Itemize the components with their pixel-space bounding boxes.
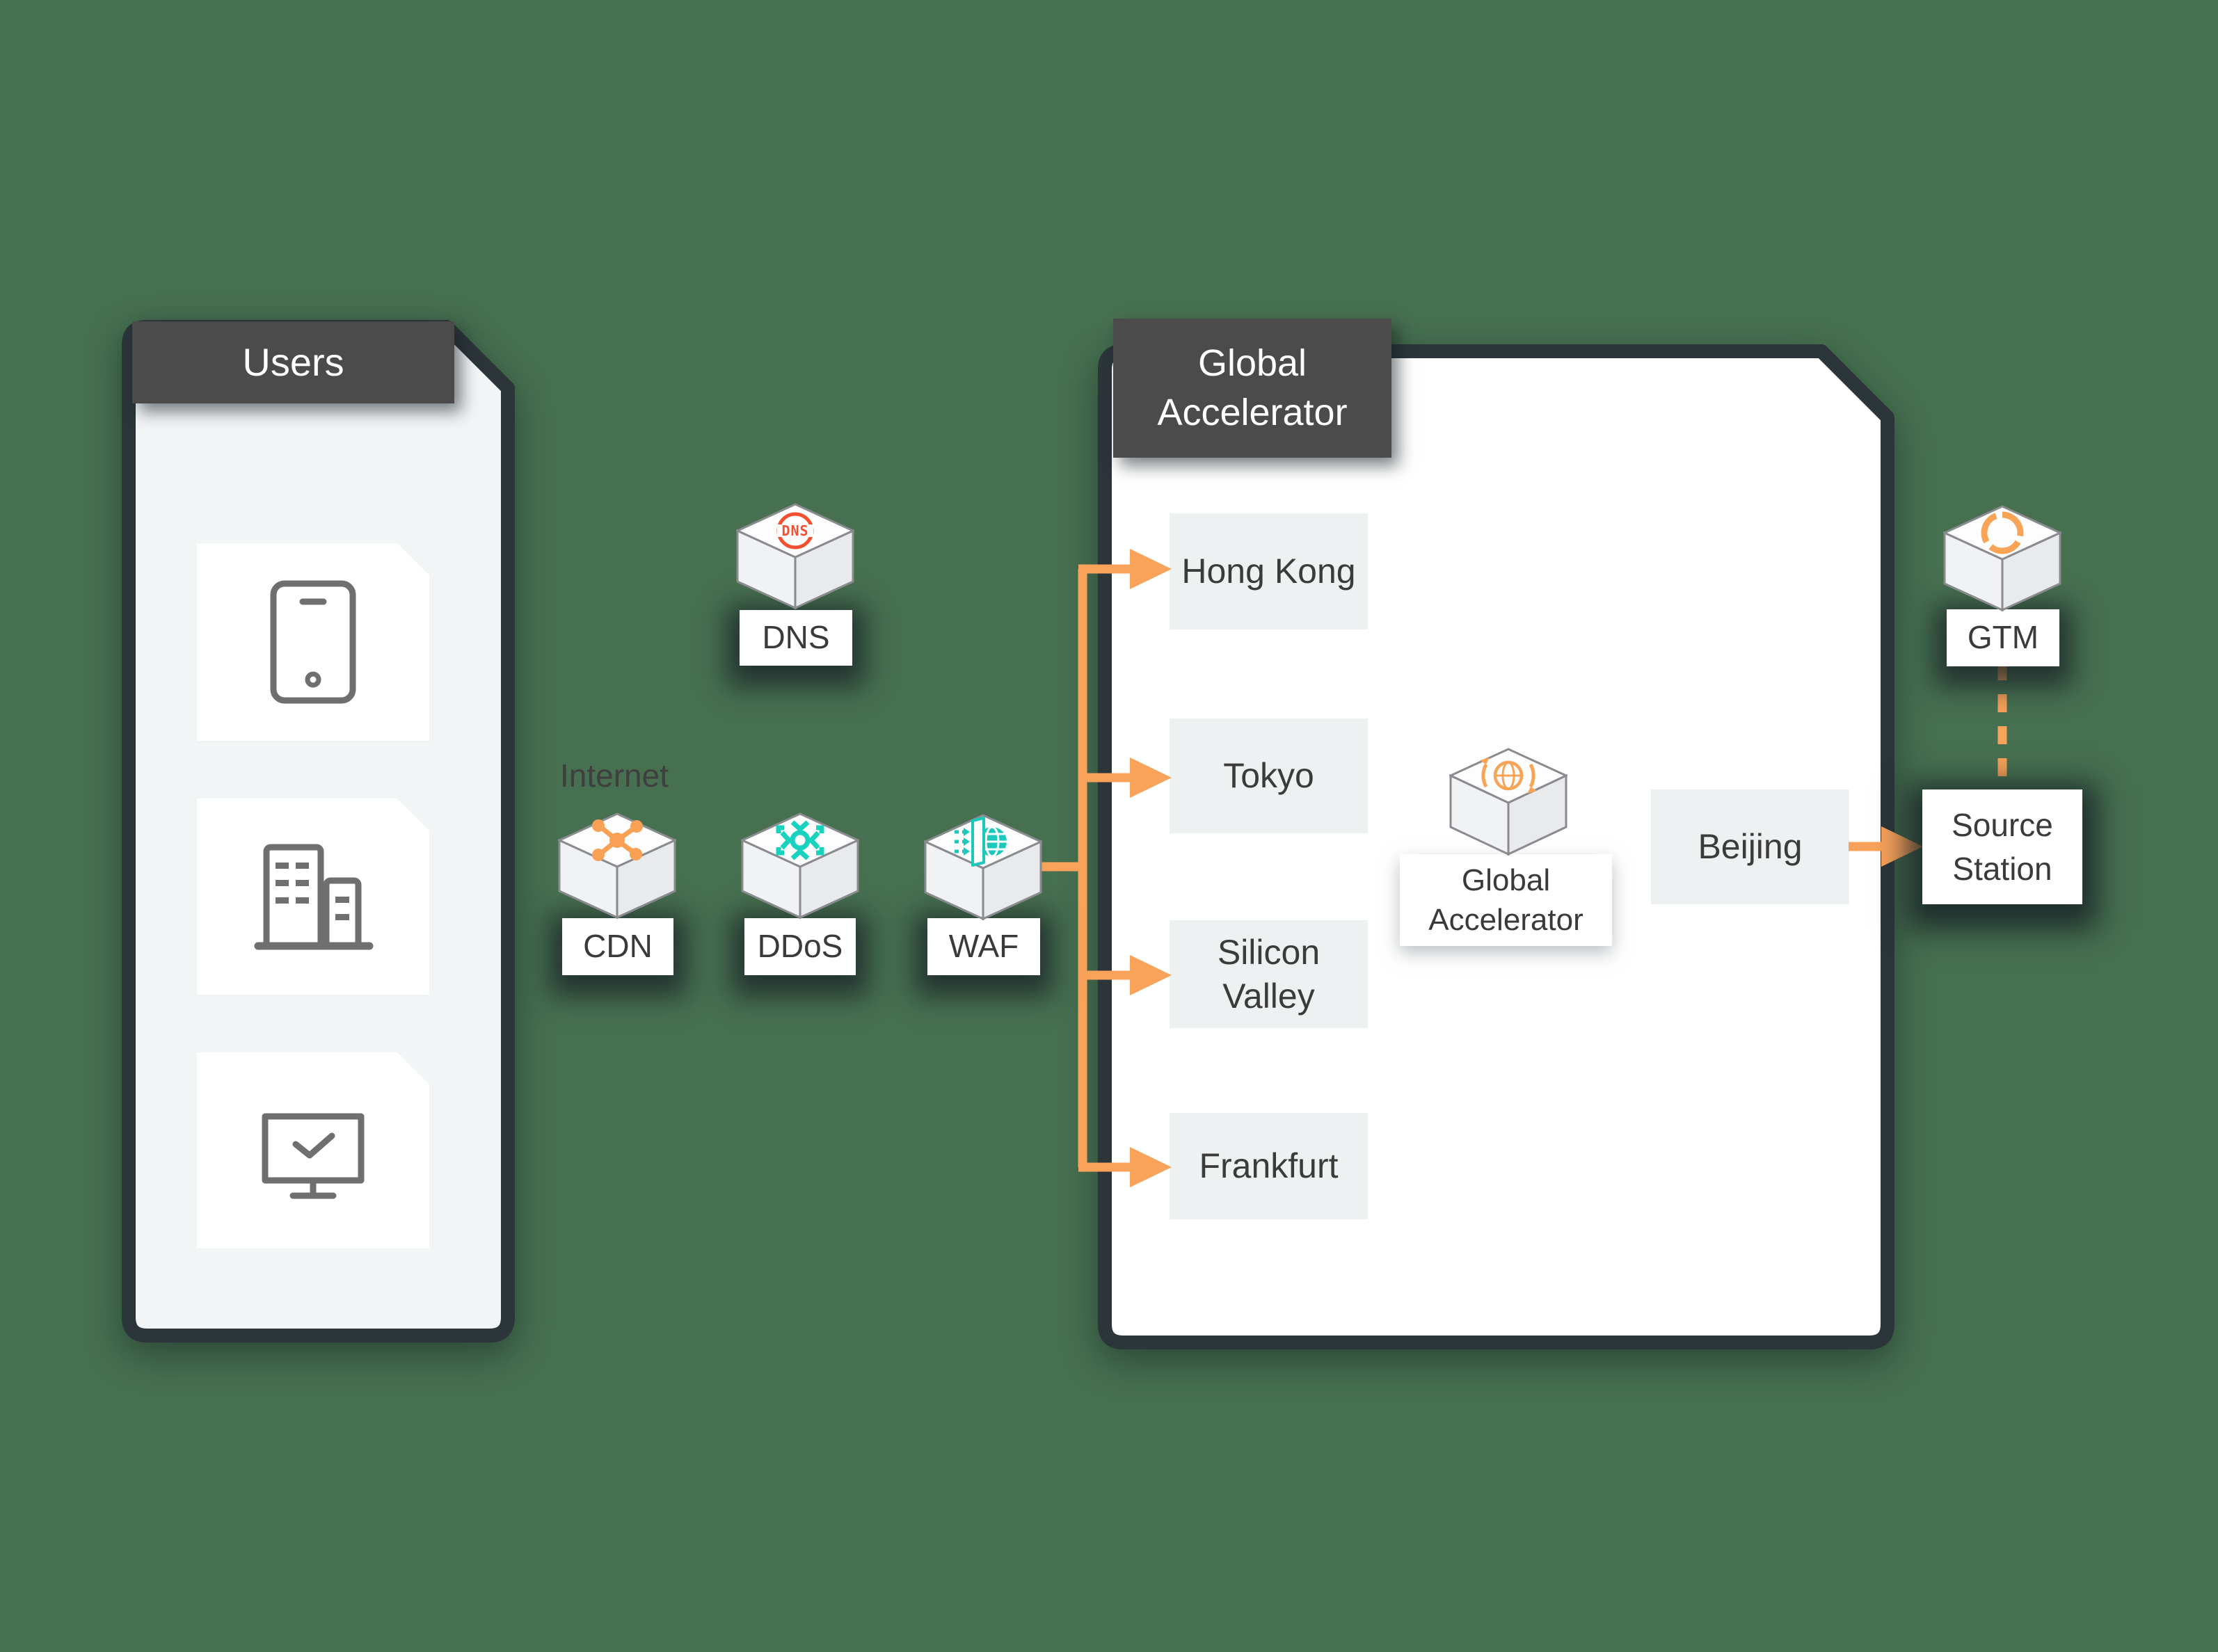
gtm-traffic-manager-icon: [1943, 505, 2061, 611]
gtm-label: GTM: [1947, 609, 2059, 666]
cdn-label-text: CDN: [583, 928, 653, 965]
ddos-label-text: DDoS: [757, 928, 843, 965]
global-accelerator-title-text: Global Accelerator: [1157, 342, 1348, 433]
region-hong-kong: Hong Kong: [1170, 513, 1368, 629]
cdn-network-icon: [558, 812, 676, 919]
internet-label: Internet: [560, 757, 669, 794]
region-label: Tokyo: [1223, 756, 1314, 796]
device-card-buildings: [197, 799, 429, 995]
source-station-text: Source Station: [1952, 807, 2053, 887]
global-accelerator-panel-title: Global Accelerator: [1113, 319, 1391, 458]
region-silicon-valley: Silicon Valley: [1170, 920, 1368, 1028]
region-label: Hong Kong: [1181, 552, 1356, 591]
source-station-box: Source Station: [1922, 789, 2082, 904]
region-frankfurt: Frankfurt: [1170, 1113, 1368, 1219]
region-beijing: Beijing: [1651, 789, 1849, 904]
ddos-shield-icon: [741, 812, 859, 919]
gtm-label-text: GTM: [1967, 619, 2039, 656]
waf-label: WAF: [927, 918, 1040, 975]
svg-text:DNS: DNS: [781, 522, 808, 539]
global-accelerator-node-text: Global Accelerator: [1428, 863, 1583, 937]
dns-label-text: DNS: [762, 619, 830, 656]
waf-label-text: WAF: [948, 928, 1019, 965]
global-accelerator-node-label: Global Accelerator: [1400, 854, 1612, 946]
internet-label-text: Internet: [560, 757, 669, 794]
device-card-tablet: [197, 543, 429, 741]
users-panel-title-text: Users: [242, 340, 344, 385]
waf-firewall-icon: [924, 814, 1042, 920]
ddos-label: DDoS: [744, 918, 856, 975]
dns-globe-icon: DNS: [736, 503, 854, 609]
region-label: Beijing: [1698, 827, 1803, 867]
global-accelerator-icon: [1449, 748, 1567, 856]
office-buildings-icon: [197, 799, 429, 995]
cdn-label: CDN: [562, 918, 673, 975]
tablet-icon: [197, 543, 429, 741]
device-card-monitor: [197, 1052, 429, 1249]
region-label: Silicon Valley: [1217, 933, 1321, 1016]
region-label: Frankfurt: [1199, 1146, 1339, 1186]
users-panel-title: Users: [132, 321, 454, 403]
dns-label: DNS: [740, 610, 852, 666]
region-tokyo: Tokyo: [1170, 719, 1368, 833]
monitor-check-icon: [197, 1052, 429, 1249]
